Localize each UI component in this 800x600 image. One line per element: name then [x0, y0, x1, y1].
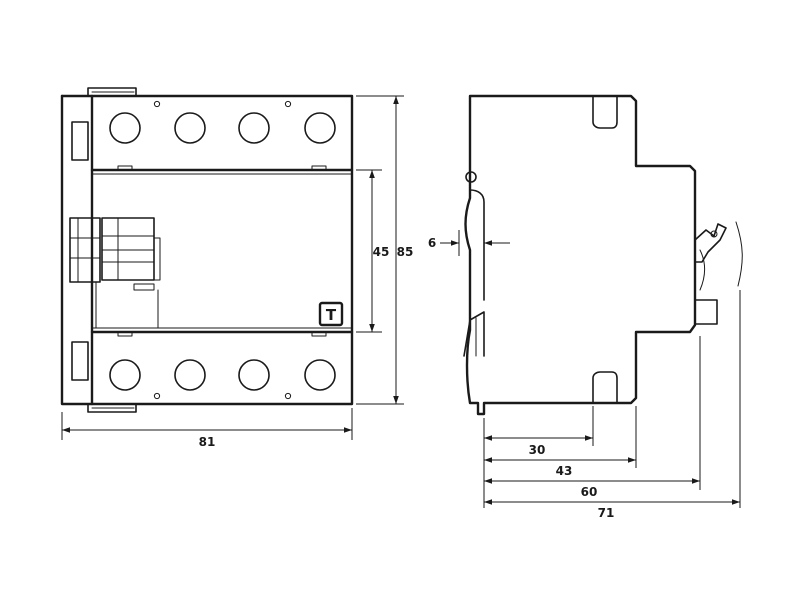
dim-overall-height-label: 85: [397, 245, 414, 259]
rail-plate: [60, 94, 94, 406]
side-dimensions: 6 30 43 60 71: [428, 230, 741, 520]
side-test-button: [694, 299, 718, 325]
bottom-terminals: [109, 359, 336, 400]
test-button-label: T: [326, 306, 337, 324]
bottom-lug: [71, 341, 89, 381]
terminal-screw: [174, 359, 206, 391]
terminal-screw: [238, 112, 270, 144]
dim-width-label: 81: [199, 435, 216, 449]
terminal-screw: [109, 359, 141, 391]
dim-depth-60-label: 60: [581, 485, 598, 499]
dim-depth-43-label: 43: [556, 464, 573, 478]
dim-offset-label: 6: [428, 236, 436, 250]
terminal-screw: [109, 112, 141, 144]
terminal-screw: [238, 359, 270, 391]
top-terminals: [109, 100, 336, 144]
front-view: T: [60, 87, 354, 413]
dim-inner-height-label: 45: [373, 245, 390, 259]
side-handle: [694, 221, 743, 291]
top-lug: [71, 121, 89, 161]
toggle-handle: [69, 217, 161, 329]
test-button: T: [318, 301, 344, 327]
side-profile: [464, 94, 697, 416]
dim-depth-71-label: 71: [598, 506, 615, 520]
front-dimensions: 81 45 85: [61, 95, 414, 449]
terminal-screw: [304, 112, 336, 144]
side-view: [463, 94, 743, 416]
terminal-screw: [304, 359, 336, 391]
dim-depth-30-label: 30: [529, 443, 546, 457]
terminal-screw: [174, 112, 206, 144]
